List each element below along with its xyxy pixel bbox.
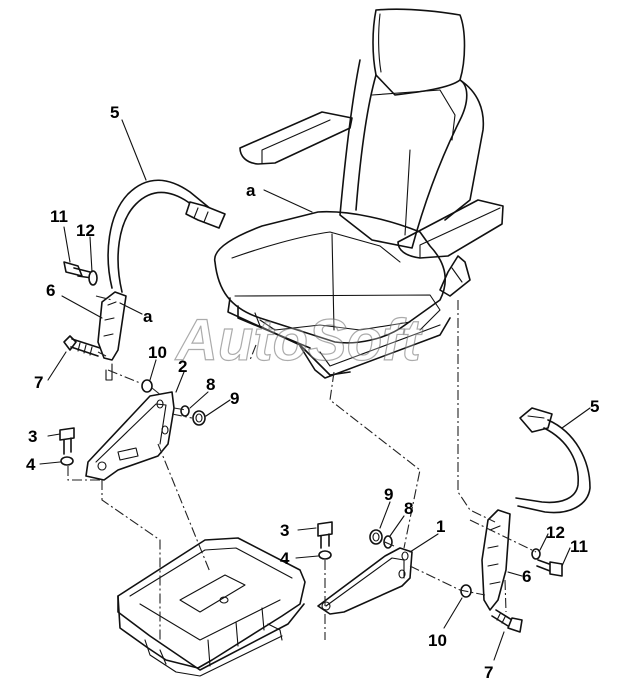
washer-4-right	[318, 550, 332, 560]
callout-a-seat: a	[246, 181, 256, 200]
callout-5-right: 5	[590, 397, 599, 416]
operator-seat	[213, 8, 504, 379]
bolt-11-right	[536, 559, 563, 577]
callout-2: 2	[178, 357, 187, 376]
nut-9-left	[192, 410, 206, 426]
seat-belt-right	[481, 407, 591, 611]
callout-7-left: 7	[34, 373, 43, 392]
watermark: AutoSoft	[174, 308, 423, 373]
callout-4-right: 4	[280, 549, 290, 568]
callout-8-left: 8	[206, 375, 215, 394]
callout-7-right: 7	[484, 663, 493, 682]
bolt-7-right	[491, 609, 523, 633]
nut-9-right	[369, 529, 383, 545]
callout-3-left: 3	[28, 427, 37, 446]
seat-belt-left	[97, 179, 226, 381]
bolt-7-left	[63, 335, 101, 357]
bracket-2-left	[85, 391, 175, 481]
callout-6-left: 6	[46, 281, 55, 300]
callout-3-right: 3	[280, 521, 289, 540]
washer-4-left	[60, 456, 74, 466]
callout-5-left: 5	[110, 103, 119, 122]
callout-10-right: 10	[428, 631, 447, 650]
callout-12-left: 12	[76, 221, 95, 240]
assembly-lines	[67, 295, 537, 640]
callout-4-left: 4	[26, 455, 36, 474]
callout-6-right: 6	[522, 567, 531, 586]
spacer-10-left	[141, 379, 153, 393]
seat-mount-base	[117, 537, 306, 677]
callout-11-right: 11	[570, 537, 588, 556]
callout-9-right: 9	[384, 485, 393, 504]
bolt-3-right	[317, 521, 333, 549]
leader-lines	[39, 119, 591, 661]
callout-9-left: 9	[230, 389, 239, 408]
callout-1: 1	[436, 517, 445, 536]
washer-12-right	[531, 548, 541, 560]
bolt-3-left	[59, 427, 75, 455]
callout-10-left: 10	[148, 343, 167, 362]
washer-12-left	[88, 270, 98, 286]
callout-12-right: 12	[546, 523, 565, 542]
washer-8-right	[383, 535, 393, 549]
washer-8-left	[180, 405, 190, 417]
callout-8-right: 8	[404, 499, 413, 518]
callout-11-left: 11	[50, 207, 68, 226]
callout-a-belt: a	[143, 307, 153, 326]
bolt-11-left	[63, 261, 93, 279]
bracket-1-right	[317, 547, 413, 615]
callout-labels: 5 a 11 12 6 a 10 2 7 8 9 3 4 5 9 8 1 3 4…	[26, 103, 599, 682]
